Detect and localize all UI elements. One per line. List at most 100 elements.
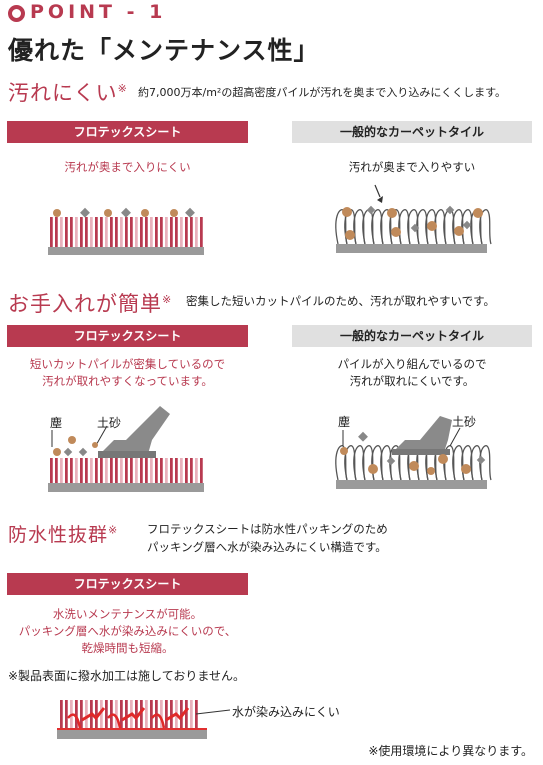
pile-fiber — [125, 700, 128, 728]
pile-fiber — [155, 217, 158, 247]
pile-fiber — [115, 700, 118, 728]
pile-fiber — [145, 700, 148, 728]
pile-fiber — [130, 458, 133, 484]
pile-fiber — [55, 217, 58, 247]
pile-fiber — [120, 700, 123, 728]
pile-fiber — [60, 458, 63, 484]
sand-particle — [80, 207, 90, 218]
pile-fiber — [190, 700, 193, 728]
section2-left-header: フロテックスシート — [7, 325, 248, 347]
pile-fiber — [140, 700, 143, 728]
pile-fiber — [160, 217, 163, 247]
pile-fiber — [135, 700, 138, 728]
pile-fiber — [170, 458, 173, 484]
section3-left-caption: 水洗いメンテナンスが可能。 パッキング層へ水が染み込みにくいので、 乾燥時間も短… — [18, 607, 237, 655]
pile-fiber — [150, 700, 153, 728]
pile-fiber — [170, 217, 173, 247]
backing-layer — [336, 244, 487, 253]
pile-fiber — [75, 700, 78, 728]
section3-note: ※製品表面に撥水加工は施しておりません。 — [8, 669, 245, 683]
pile-fiber — [85, 700, 88, 728]
section1-left-caption: 汚れが奥まで入りにくい — [64, 160, 191, 174]
pile-fiber — [160, 458, 163, 484]
label-sand-right: 土砂 — [452, 415, 477, 429]
pile-fiber — [60, 700, 63, 728]
pile-fiber — [175, 217, 178, 247]
footnote: ※使用環境により異なります。 — [368, 744, 533, 758]
pile-fiber — [50, 217, 53, 247]
pile-fiber — [50, 458, 53, 484]
section2-right-caption: パイルが入り組んでいるので汚れが取れにくいです。 — [337, 357, 487, 388]
pile-fiber — [140, 217, 143, 247]
pile-fiber — [175, 458, 178, 484]
pile-fiber — [185, 217, 188, 247]
pile-fiber — [155, 458, 158, 484]
pile-fiber — [95, 458, 98, 484]
carpet-loop-illustration-2 — [335, 416, 492, 489]
water-label: 水が染み込みにくい — [232, 705, 340, 719]
section1-right-caption: 汚れが奥まで入りやすい — [348, 160, 476, 174]
pile-fiber — [195, 458, 198, 484]
flotex-pile-illustration-1 — [48, 207, 204, 255]
sand-particle — [185, 207, 195, 218]
flotex-pile-illustration-2 — [48, 406, 204, 492]
pile-fiber — [145, 217, 148, 247]
pile-fiber — [70, 458, 73, 484]
pile-fiber — [185, 700, 188, 728]
pile-fiber — [165, 700, 168, 728]
pile-fiber — [105, 700, 108, 728]
pile-fiber — [105, 217, 108, 247]
pile-fiber — [140, 458, 143, 484]
label-dust-right: 塵 — [338, 415, 351, 429]
pile-fiber — [80, 458, 83, 484]
pile-fiber — [65, 700, 68, 728]
pile-fiber — [80, 700, 83, 728]
pile-fiber — [195, 217, 198, 247]
section2-desc: 密集した短いカットパイルのため、汚れが取れやすいです。 — [186, 294, 496, 308]
pile-fiber — [115, 458, 118, 484]
pile-fiber — [185, 458, 188, 484]
pile-fiber — [100, 700, 103, 728]
vacuum-nozzle-icon — [393, 416, 452, 452]
carpet-loop-illustration-1 — [335, 184, 492, 253]
section3-desc: フロテックスシートは防水性パッキングのためパッキング層へ水が染み込みにくい構造で… — [147, 522, 388, 554]
pile-fiber — [90, 458, 93, 484]
pile-fiber — [125, 458, 128, 484]
pile-fiber — [120, 458, 123, 484]
pile-fiber — [60, 217, 63, 247]
pile-fiber — [165, 217, 168, 247]
section1-title: 汚れにくい※ — [8, 81, 128, 105]
pile-fiber — [170, 700, 173, 728]
pile-fiber — [180, 458, 183, 484]
pile-fiber — [55, 458, 58, 484]
pile-fiber — [120, 217, 123, 247]
pile-fiber — [100, 458, 103, 484]
pile-fiber — [200, 458, 203, 484]
pile-fiber — [95, 700, 98, 728]
pile-fiber — [115, 217, 118, 247]
main-title: 優れた「メンテナンス性」 — [8, 36, 320, 65]
pile-fiber — [200, 217, 203, 247]
pile-fiber — [165, 458, 168, 484]
pile-fiber — [65, 458, 68, 484]
backing-layer — [48, 247, 204, 255]
pile-fiber — [110, 217, 113, 247]
section2-left-caption: 短いカットパイルが密集しているので汚れが取れやすくなっています。 — [29, 357, 226, 388]
pile-fiber — [160, 700, 163, 728]
pile-fiber — [135, 458, 138, 484]
pile-fiber — [190, 217, 193, 247]
pile-fiber — [190, 458, 193, 484]
pile-fiber — [100, 217, 103, 247]
dirt-particle — [170, 209, 178, 217]
loop-fiber — [479, 209, 492, 245]
pile-fiber — [70, 217, 73, 247]
label-dust-left: 塵 — [50, 416, 63, 430]
pile-fiber — [145, 458, 148, 484]
section3-title: 防水性抜群※ — [8, 523, 119, 546]
pile-fiber — [105, 458, 108, 484]
vacuum-nozzle-icon — [100, 406, 170, 454]
pile-fiber — [80, 217, 83, 247]
dirt-particle — [104, 209, 112, 217]
